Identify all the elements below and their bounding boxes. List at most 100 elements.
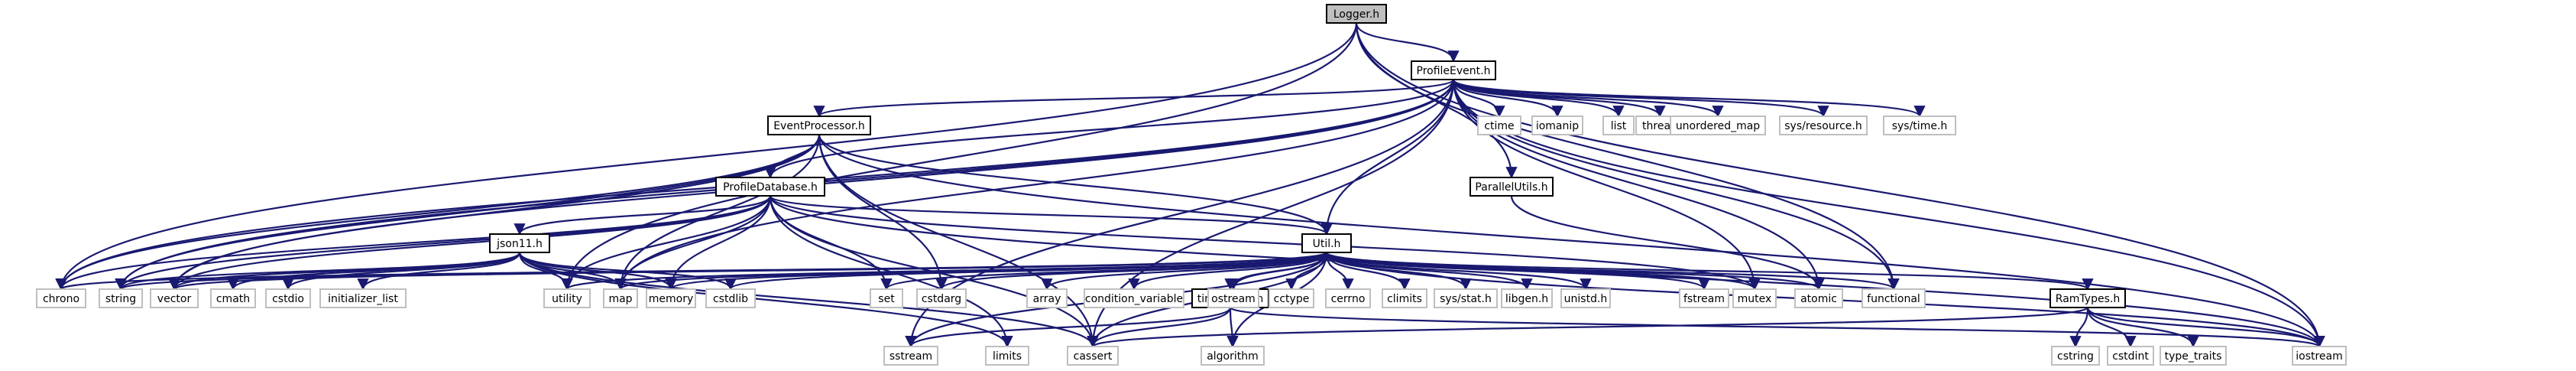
node-cerrno: cerrno [1325,288,1371,308]
node-iostream-box [2292,346,2347,366]
node-vector: vector [150,288,199,308]
edge-json11-to-cmath [227,252,521,291]
node-profiledatabase-box [715,177,825,197]
node-systime-box [1883,116,1956,135]
edge-eventprocessor-to-string [115,134,821,291]
node-map-label: map [608,293,632,305]
node-sysstat-label: sys/stat.h [1440,293,1492,305]
node-sstream: sstream [883,346,938,366]
edge-profileevent-to-map [614,79,1455,291]
edge-util-to-sysstat [1325,252,1472,291]
node-util[interactable]: Util.h [1301,233,1352,253]
node-condition_variable-box [1084,288,1184,308]
node-cstdint-label: cstdint [2112,350,2149,363]
node-logger[interactable]: Logger.h [1326,4,1387,24]
edge-json11-to-initializer_list [357,252,521,291]
edge-eventprocessor-to-vector [168,134,821,291]
node-cstdlib: cstdlib [705,288,756,308]
node-ramtypes-box [2049,288,2126,308]
node-sysstat-box [1434,288,1498,308]
node-cstdarg: cstdarg [916,288,967,308]
edge-logger-to-profileevent [1355,22,1460,63]
node-list-box [1602,116,1635,135]
node-cstdint-box [2107,346,2154,366]
node-algorithm: algorithm [1201,346,1265,366]
node-cassert: cassert [1067,346,1119,366]
edge-eventprocessor-to-map [614,134,821,291]
edge-util-to-cerrno [1325,252,1354,291]
node-set-box [870,288,903,308]
edge-eventprocessor-to-iostream [818,134,2325,348]
edge-tinyformat-to-sstream [905,307,1232,348]
node-limits-box [985,346,1029,366]
edge-util-to-functional [1325,251,1900,291]
node-ostream-label: ostream [1211,293,1256,305]
node-array: array [1026,288,1068,308]
node-string-label: string [105,293,136,305]
node-parallelutils-box [1469,177,1554,197]
node-cassert-label: cassert [1074,350,1113,363]
edge-json11-to-cassert [518,252,1099,348]
node-ostream-box [1207,288,1259,308]
node-ctime-label: ctime [1484,120,1514,132]
edge-profileevent-to-systime [1452,78,1926,118]
edge-profileevent-to-sysresource [1452,79,1829,118]
node-eventprocessor[interactable]: EventProcessor.h [767,116,871,135]
node-fstream-label: fstream [1683,293,1725,305]
node-profileevent[interactable]: ProfileEvent.h [1411,60,1496,80]
edge-util-to-cstdarg [935,252,1328,291]
node-climits-box [1382,288,1427,308]
node-sysresource: sys/resource.h [1779,116,1868,135]
node-condition_variable: condition_variable [1084,288,1184,308]
node-thread-label: thread [1642,120,1677,132]
node-parallelutils[interactable]: ParallelUtils.h [1469,177,1554,197]
node-layer: Logger.hProfileEvent.hEventProcessor.hPr… [36,4,2347,366]
edge-layer [55,22,2325,348]
edge-logger-to-chrono [55,22,1358,291]
node-functional: functional [1862,288,1926,308]
node-sysresource-box [1779,116,1868,135]
node-list-label: list [1611,120,1627,132]
node-cctype-box [1269,288,1314,308]
edge-json11-to-vector [168,252,521,291]
node-json11[interactable]: json11.h [489,233,550,253]
node-unistd: unistd.h [1560,288,1611,308]
node-condition_variable-label: condition_variable [1085,293,1183,305]
node-cmath-label: cmath [216,293,250,305]
node-type_traits-label: type_traits [2165,350,2222,363]
node-cassert-box [1067,346,1119,366]
node-atomic-label: atomic [1800,293,1837,305]
edge-json11-to-utility [518,252,573,291]
edge-profileevent-to-profiledatabase [764,79,1455,179]
node-cstdio-label: cstdio [272,293,304,305]
node-array-label: array [1033,293,1061,305]
node-profiledatabase[interactable]: ProfileDatabase.h [715,177,825,197]
edge-profiledatabase-to-vector [168,195,772,291]
node-fstream-box [1679,288,1729,308]
node-logger-box [1326,4,1387,24]
node-cstdlib-box [705,288,756,308]
node-sstream-label: sstream [889,350,932,363]
edge-util-to-array [1041,252,1328,291]
node-eventprocessor-label: EventProcessor.h [773,120,865,132]
edge-ramtypes-to-cstring [2069,307,2089,348]
node-cstdlib-label: cstdlib [713,293,748,305]
node-logger-label: Logger.h [1333,8,1379,21]
node-utility-label: utility [552,293,582,305]
node-climits: climits [1382,288,1427,308]
edge-json11-to-map [518,252,627,291]
node-array-box [1026,288,1068,308]
node-mutex-label: mutex [1738,293,1772,305]
edge-profileevent-to-iomanip [1452,79,1563,118]
edge-tinyformat-to-algorithm [1226,307,1239,348]
node-functional-box [1862,288,1926,308]
node-map-box [603,288,638,308]
node-type_traits: type_traits [2160,346,2227,366]
node-unordered_map-label: unordered_map [1676,120,1760,132]
node-sysstat: sys/stat.h [1434,288,1498,308]
edge-ramtypes-to-iostream [2086,307,2325,348]
edge-profileevent-to-mutex [1452,79,1761,291]
node-ostream: ostream [1207,288,1259,308]
node-parallelutils-label: ParallelUtils.h [1475,181,1547,194]
node-ramtypes[interactable]: RamTypes.h [2049,288,2126,308]
